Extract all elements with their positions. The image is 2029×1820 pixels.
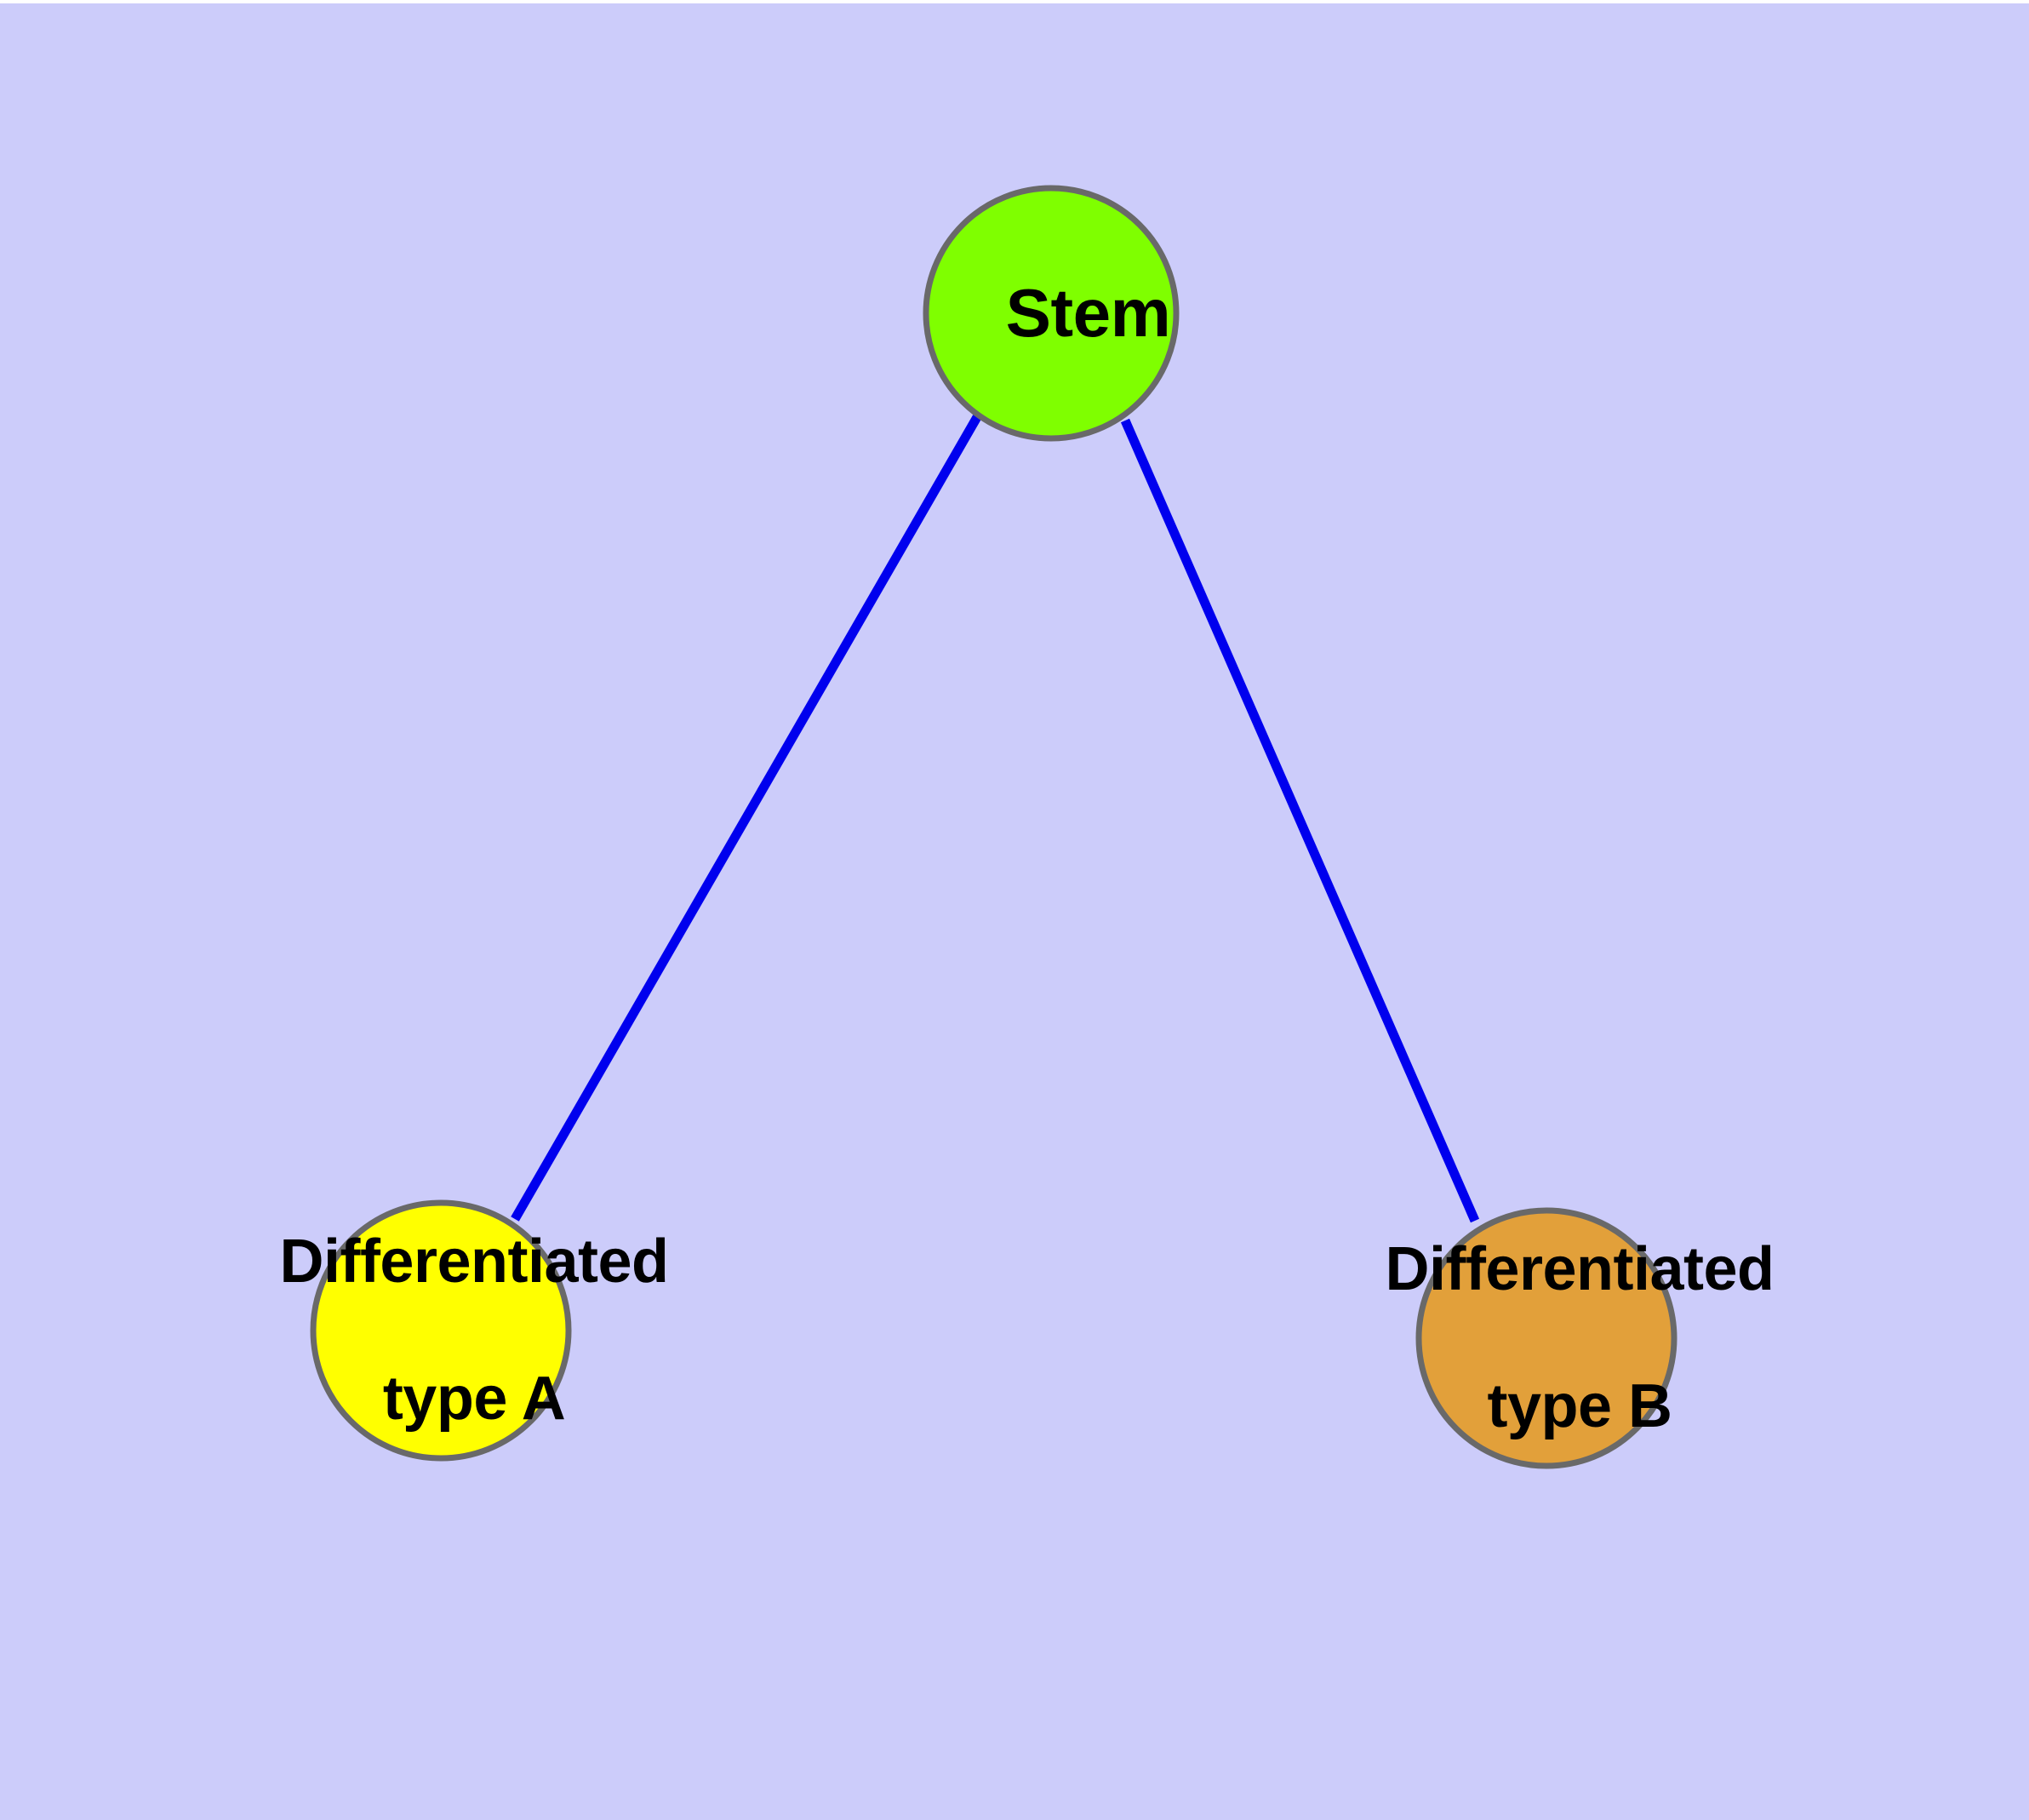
node-differentiated-type-a[interactable] [310, 1199, 572, 1462]
edge-stem-to-diff-a[interactable] [511, 415, 981, 1222]
node-stem[interactable] [923, 185, 1180, 442]
edge-stem-to-diff-b[interactable] [1120, 418, 1480, 1223]
canvas-top-border [0, 0, 2029, 3]
node-differentiated-type-b[interactable] [1415, 1207, 1677, 1469]
node-layer [310, 185, 1677, 1469]
edge-layer [511, 415, 1480, 1223]
